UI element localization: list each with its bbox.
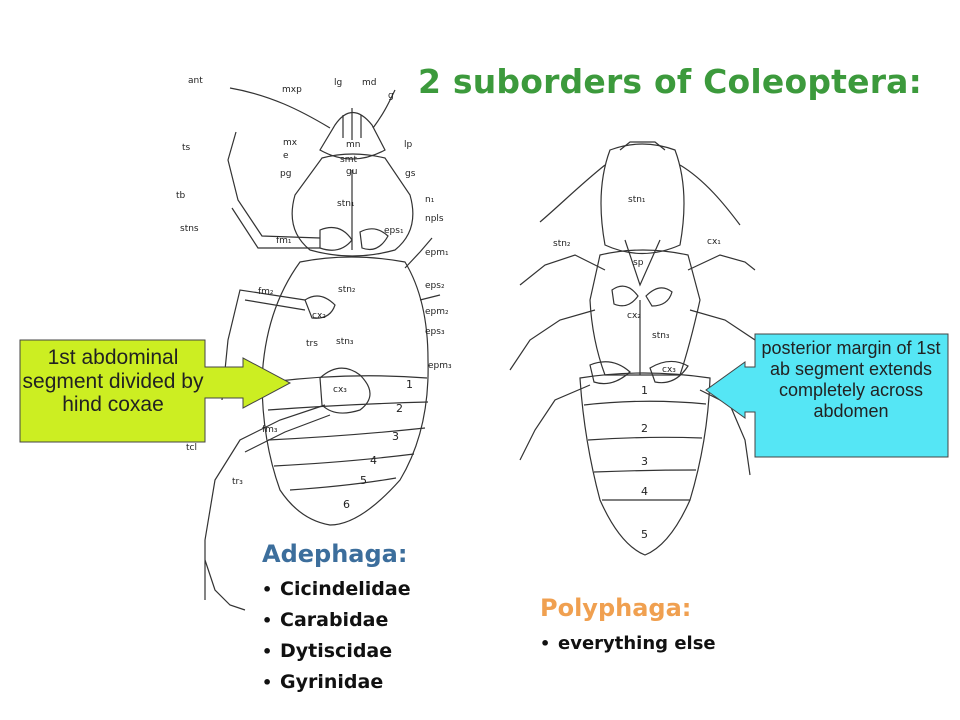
label-ant: ant [188,76,203,86]
polyphaga-list: •everything else [540,633,716,664]
label-lp: lp [404,140,413,150]
label-epm3: epm₃ [428,361,452,371]
page-title: 2 suborders of Coleoptera: [418,62,923,101]
label-eps1: eps₁ [384,226,404,236]
segment-5-p: 5 [641,528,648,541]
adephaga-beetle-figure [204,87,441,611]
right-callout-arrow [705,333,949,458]
label-pg: pg [280,169,291,179]
polyphaga-labels: stn₁ stn₂ sp cx₁ cx₂ stn₃ cx₃ 1 2 3 4 5 [553,195,721,541]
polyphaga-title: Polyphaga: [540,594,692,622]
segment-4: 4 [370,454,377,467]
segment-1: 1 [406,378,413,391]
label-tcl: tcl [186,443,197,453]
label-fm1: fm₁ [276,236,292,246]
label-tb: tb [176,191,186,201]
label-sp: sp [633,258,644,268]
segment-2-p: 2 [641,422,648,435]
family-name: Carabidae [280,609,389,631]
label-epm2: epm₂ [425,307,449,317]
polyphaga-beetle-figure [509,141,771,556]
label-tr3: tr₃ [232,477,243,487]
label-eps3: eps₃ [425,327,445,337]
label-fm3: fm₃ [262,425,278,435]
segment-6: 6 [343,498,350,511]
label-trs: trs [306,339,318,349]
label-e: e [283,151,289,161]
label-ts: ts [182,143,191,153]
label-gs: gs [405,169,416,179]
segment-5: 5 [360,474,367,487]
list-item: •Gyrinidae [262,671,384,693]
segment-1-p: 1 [641,384,648,397]
list-item: •everything else [540,633,716,654]
polyphaga-item: everything else [558,633,716,654]
label-cx3: cx₃ [333,385,347,395]
label-fm2: fm₂ [258,287,274,297]
adephaga-family-list: •Cicindelidae •Carabidae •Dytiscidae •Gy… [262,578,411,702]
label-g: g [388,91,394,101]
segment-3-p: 3 [641,455,648,468]
left-callout-arrow [19,339,292,443]
label-eps2: eps₂ [425,281,445,291]
label-stn2-p: stn₂ [553,239,571,249]
family-name: Dytiscidae [280,640,393,662]
family-name: Cicindelidae [280,578,411,600]
label-stn3-p: stn₃ [652,331,670,341]
list-item: •Cicindelidae [262,578,411,600]
left-callout-text: 1st abdominal segment divided by hind co… [22,346,204,417]
segment-4-p: 4 [641,485,648,498]
label-stn2: stn₂ [338,285,356,295]
list-item: •Dytiscidae [262,640,393,662]
label-smt: smt [340,155,357,165]
segment-3: 3 [392,430,399,443]
label-cx1: cx₁ [707,237,721,247]
segment-2: 2 [396,402,403,415]
family-name: Gyrinidae [280,671,384,693]
label-n1: n₁ [425,195,435,205]
label-npls: npls [425,214,444,224]
right-callout-text: posterior margin of 1st ab segment exten… [761,338,941,422]
list-item: •Carabidae [262,609,389,631]
label-md: md [362,78,376,88]
label-mxp: mxp [282,85,302,95]
label-mn: mn [346,140,360,150]
adephaga-labels: ant mxp lg md g ts mx mn lp e smt gu gs … [176,76,452,511]
label-stn1-p: stn₁ [628,195,646,205]
label-gu: gu [346,167,357,177]
label-lg: lg [334,78,342,88]
label-cx3-p: cx₃ [662,365,676,375]
adephaga-title: Adephaga: [262,540,408,568]
label-cx2-p: cx₂ [627,311,641,321]
label-cx2: cx₂ [312,311,326,321]
label-mx: mx [283,138,298,148]
label-stns: stns [180,224,199,234]
label-stn3: stn₃ [336,337,354,347]
label-stn1: stn₁ [337,199,355,209]
label-epm1: epm₁ [425,248,449,258]
